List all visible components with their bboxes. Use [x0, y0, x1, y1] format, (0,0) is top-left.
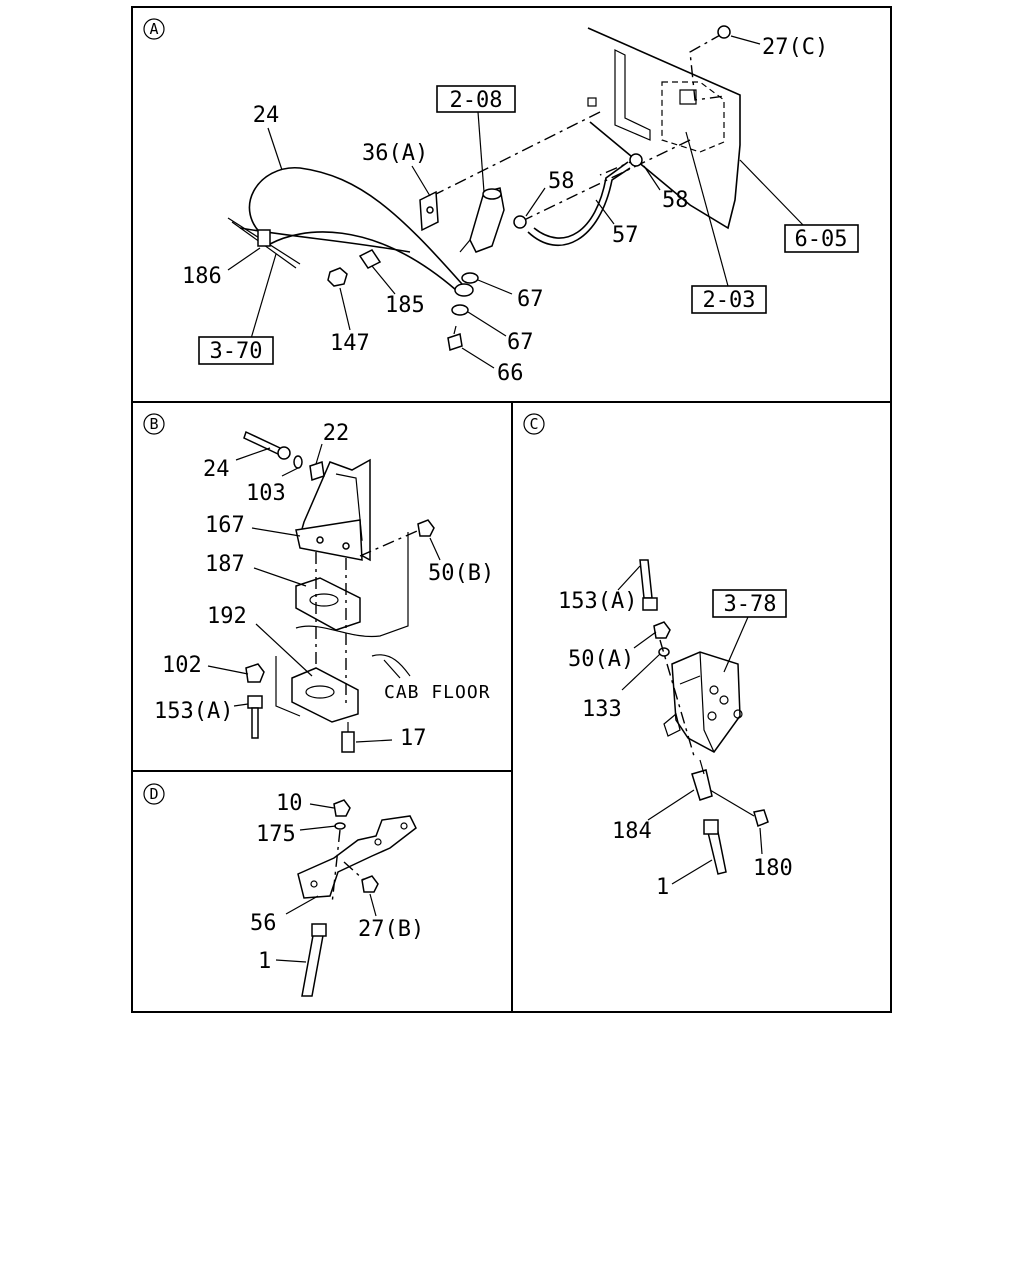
callout-1: 1 [258, 949, 271, 974]
callout-153a: 153(A) [154, 699, 233, 724]
nut-part [417, 519, 435, 537]
washer-part [658, 647, 670, 657]
callout-24: 24 [253, 103, 280, 128]
bolt-part [243, 430, 291, 460]
callout-184: 184 [612, 819, 652, 844]
callout-185: 185 [385, 293, 425, 318]
callout-67: 67 [507, 330, 534, 355]
callout-192: 192 [207, 604, 247, 629]
svg-text:D: D [149, 785, 158, 803]
svg-text:2-08: 2-08 [450, 88, 503, 113]
diagram-frame [131, 6, 892, 1013]
callout-133: 133 [582, 697, 622, 722]
callout-50b: 50(B) [428, 561, 494, 586]
callout-58: 58 [662, 188, 689, 213]
hose-part [513, 153, 643, 247]
section-c: C [523, 413, 793, 900]
callout-17: 17 [400, 726, 427, 751]
callout-27c: 27(C) [762, 35, 828, 60]
cab-panel [587, 27, 741, 230]
callout-153a: 153(A) [558, 589, 637, 614]
pipe-part [301, 923, 327, 997]
svg-text:C: C [529, 415, 538, 433]
callout-66: 66 [497, 361, 524, 386]
callout-103: 103 [246, 481, 286, 506]
callout-58: 58 [548, 169, 575, 194]
ref-box-6-05: 6-05 [784, 224, 859, 253]
base-plate [291, 667, 359, 723]
callout-1: 1 [656, 875, 669, 900]
nut-part [309, 461, 325, 481]
spacer-plate [295, 577, 361, 631]
callout-147: 147 [330, 331, 370, 356]
bolt-part [639, 559, 658, 611]
callout-36a: 36(A) [362, 141, 428, 166]
nut-part [361, 875, 379, 893]
section-b: B [143, 413, 494, 753]
nut-part [717, 25, 731, 39]
section-marker-a: A [143, 18, 165, 40]
callout-57: 57 [612, 223, 639, 248]
section-marker-b: B [143, 413, 165, 435]
section-d: D 10 175 56 27(B) 1 [143, 783, 424, 997]
callout-167: 167 [205, 513, 245, 538]
callout-180: 180 [753, 856, 793, 881]
callout-102: 102 [162, 653, 202, 678]
clutch-cable [227, 167, 474, 297]
bracket-part [419, 190, 439, 232]
ref-box-3-78: 3-78 [712, 589, 787, 618]
washer-part [451, 272, 479, 316]
washer-part [334, 822, 346, 830]
section-a: A [143, 18, 859, 386]
svg-text:6-05: 6-05 [795, 227, 848, 252]
master-cylinder-bracket [663, 651, 743, 753]
callout-187: 187 [205, 552, 245, 577]
callout-175: 175 [256, 822, 296, 847]
callout-186: 186 [182, 264, 222, 289]
section-marker-d: D [143, 783, 165, 805]
bolt-part [341, 722, 355, 753]
svg-text:A: A [149, 20, 158, 38]
washer-part [293, 455, 303, 469]
svg-text:3-78: 3-78 [724, 592, 777, 617]
master-cylinder [459, 187, 505, 253]
callout-10: 10 [276, 791, 303, 816]
nut-part [333, 799, 351, 817]
fitting-part [691, 759, 713, 801]
nut-part [753, 809, 769, 828]
callout-27b: 27(B) [358, 917, 424, 942]
svg-text:B: B [149, 415, 158, 433]
svg-text:3-70: 3-70 [210, 339, 263, 364]
cab-floor-label: CAB FLOOR [384, 682, 491, 703]
callout-50a: 50(A) [568, 647, 634, 672]
callout-24: 24 [203, 457, 230, 482]
bolt-part [247, 695, 263, 739]
pedal-bracket [295, 458, 371, 562]
callout-22: 22 [323, 421, 350, 446]
ref-box-2-08: 2-08 [436, 85, 516, 113]
nut-part [245, 663, 265, 683]
ref-box-3-70: 3-70 [198, 336, 274, 365]
pipe-part [703, 819, 727, 875]
clip-part [358, 249, 382, 269]
bracket-part [297, 815, 417, 899]
ref-box-2-03: 2-03 [691, 285, 767, 314]
callout-56: 56 [250, 911, 277, 936]
callout-67: 67 [517, 287, 544, 312]
nut-part [653, 621, 671, 639]
svg-text:2-03: 2-03 [703, 288, 756, 313]
section-marker-c: C [523, 413, 545, 435]
bolt-part [447, 325, 463, 351]
nut-part [327, 267, 348, 287]
